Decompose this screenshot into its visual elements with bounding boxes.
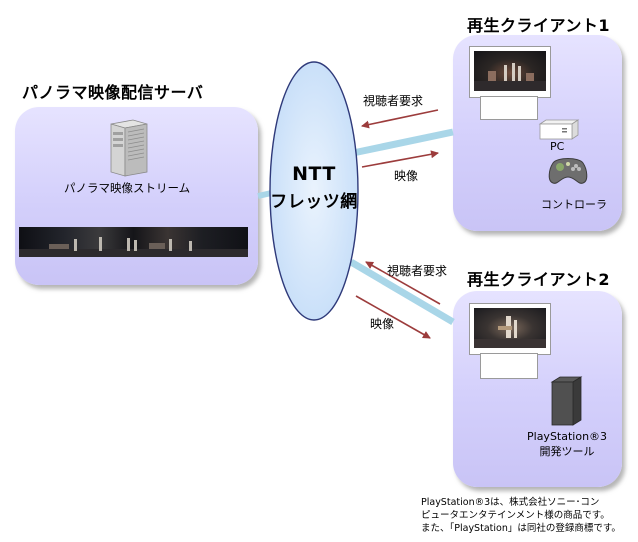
client1-monitor-screen xyxy=(474,51,546,91)
panorama-image xyxy=(19,227,248,257)
link-network-client2 xyxy=(349,258,455,326)
footnote-line2: ピュータエンタテインメント様の商品です。 xyxy=(421,510,610,521)
request-label-client1: 視聴者要求 xyxy=(363,94,424,108)
client2-monitor xyxy=(469,303,551,355)
network-label-line2: フレッツ網 xyxy=(270,192,358,212)
arrow-request-client2 xyxy=(365,261,441,305)
client1-monitor-stand xyxy=(480,96,538,120)
client2-monitor-stand xyxy=(480,353,538,379)
ps3-label-line2: 開発ツール xyxy=(539,445,595,458)
network-label-line1: NTT xyxy=(292,163,336,185)
request-label-client2: 視聴者要求 xyxy=(387,264,448,278)
arrow-video-client2 xyxy=(355,295,431,339)
arrow-request-client1 xyxy=(361,109,439,129)
footnote-line1: PlayStation®3は、株式会社ソニー･コン xyxy=(421,497,600,508)
link-network-client1 xyxy=(352,128,454,157)
server-title: パノラマ映像配信サーバ xyxy=(22,83,204,102)
stream-label: パノラマ映像ストリーム xyxy=(64,181,191,195)
pc-icon xyxy=(538,119,580,140)
video-label-client1: 映像 xyxy=(394,169,419,183)
network-ellipse xyxy=(269,61,359,321)
client2-monitor-screen xyxy=(474,308,546,348)
controller-icon xyxy=(548,158,588,184)
pc-label: PC xyxy=(550,140,565,153)
video-label-client2: 映像 xyxy=(370,317,395,331)
client1-monitor xyxy=(469,46,551,98)
client2-title: 再生クライアント2 xyxy=(467,270,610,289)
arrow-video-client1 xyxy=(361,150,439,168)
client1-title: 再生クライアント1 xyxy=(467,16,610,35)
footnote-line3: また、「PlayStation」は同社の登録商標です。 xyxy=(421,523,621,534)
server-icon xyxy=(110,119,148,177)
ps3-devtool-icon xyxy=(550,376,583,426)
controller-label: コントローラ xyxy=(541,198,607,211)
ps3-label-line1: PlayStation®3 xyxy=(527,430,608,443)
